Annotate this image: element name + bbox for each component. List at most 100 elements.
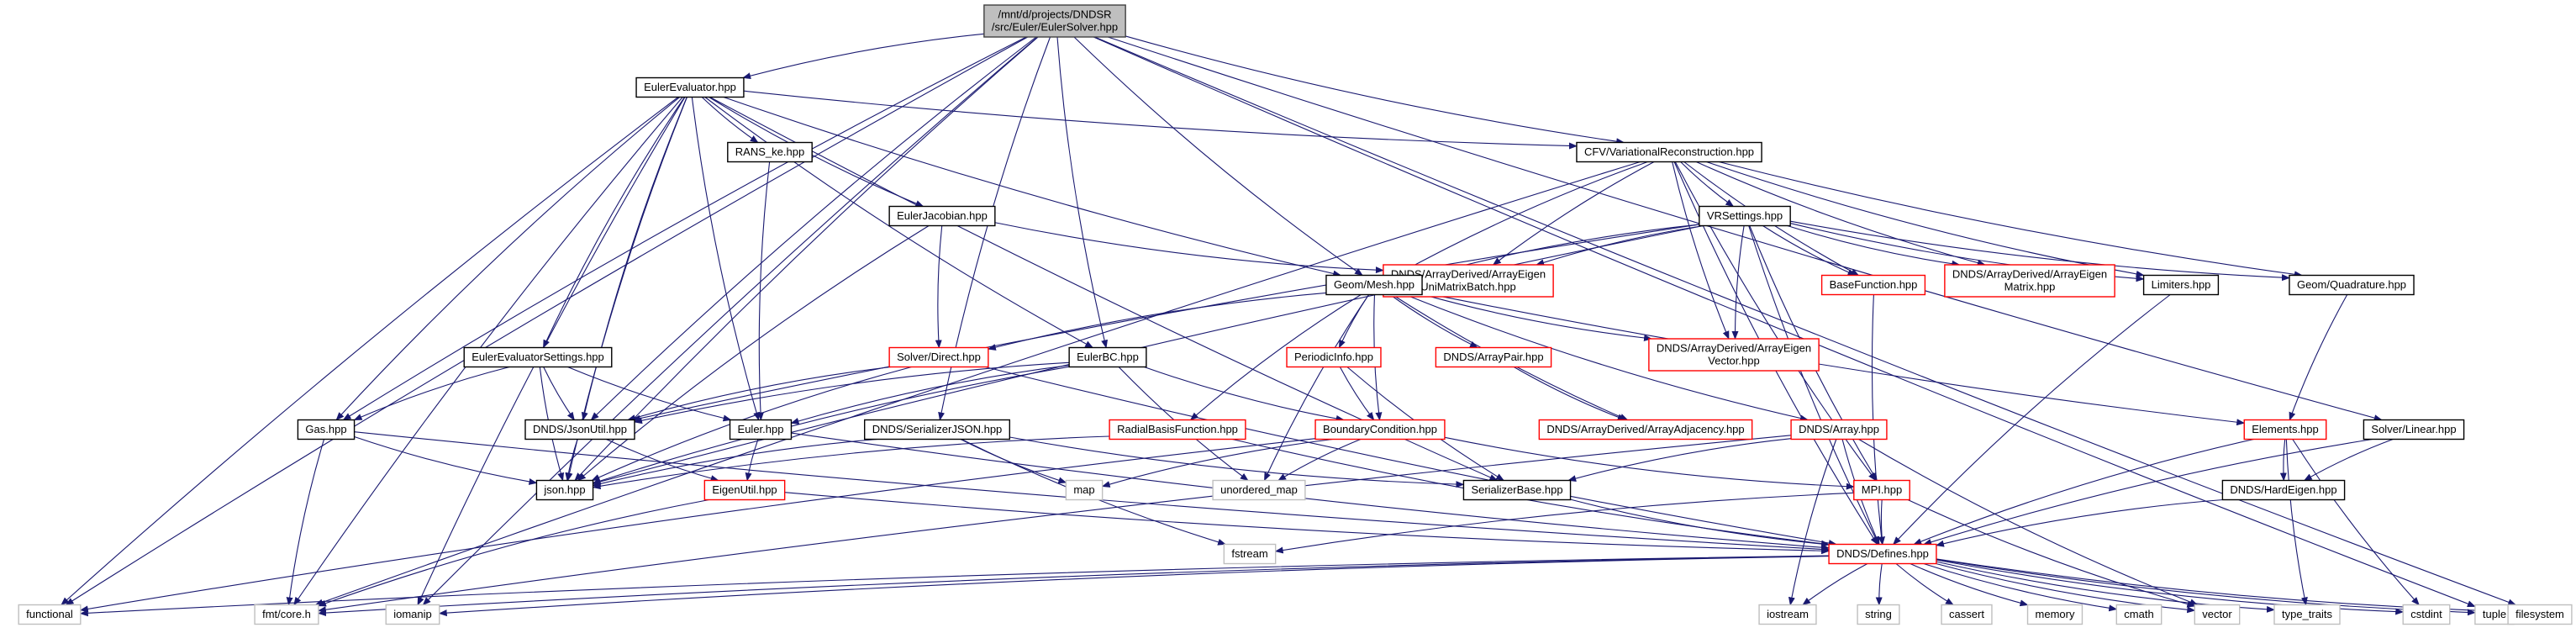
node-euler[interactable]: Euler.hpp <box>729 419 793 440</box>
edge-eigenutil-to-defines <box>784 492 1831 555</box>
node-label: vector <box>2202 608 2232 620</box>
node-arraypair[interactable]: DNDS/ArrayPair.hpp <box>1435 346 1552 368</box>
node-box <box>1944 264 2115 298</box>
edge-dndsarray-to-fmtcore <box>317 435 1792 614</box>
edge-eesettings-to-jsonutil <box>543 367 575 421</box>
edge-root-to-json <box>574 36 1039 482</box>
node-eesettings[interactable]: EulerEvaluatorSettings.hpp <box>463 346 613 368</box>
node-label: VRSettings.hpp <box>1707 209 1783 222</box>
node-box <box>463 346 613 368</box>
edge-eigenutil-to-fmtcore <box>317 498 709 607</box>
node-box <box>2142 274 2220 296</box>
node-solverlinear[interactable]: Solver/Linear.hpp <box>2363 419 2465 440</box>
edge-eulerbc-to-bc <box>1144 366 1345 422</box>
edge-ranske-to-euler <box>756 161 771 421</box>
node-box <box>1538 419 1753 440</box>
edge-root-to-jsonutil <box>590 36 1037 421</box>
node-hardeigen[interactable]: DNDS/HardEigen.hpp <box>2221 479 2346 501</box>
node-box <box>1223 543 1277 565</box>
edge-cfvvr-to-vrsettings <box>1680 161 1735 208</box>
node-cstdint: cstdint <box>2402 604 2451 625</box>
edge-solverlinear-to-defines <box>1923 438 2373 546</box>
node-ranske[interactable]: RANS_ke.hpp <box>727 141 813 163</box>
edge-eulereval-to-gas <box>335 97 681 421</box>
node-defines[interactable]: DNDS/Defines.hpp <box>1828 543 1937 565</box>
node-serbase[interactable]: SerializerBase.hpp <box>1462 479 1572 501</box>
node-label: iomanip <box>393 608 432 620</box>
node-serjson[interactable]: DNDS/SerializerJSON.hpp <box>863 419 1011 440</box>
edge-root-to-geommesh <box>1073 36 1363 277</box>
node-label: PeriodicInfo.hpp <box>1294 351 1373 363</box>
node-label: Vector.hpp <box>1708 355 1759 367</box>
node-label: DNDS/ArrayPair.hpp <box>1443 351 1543 363</box>
node-elements[interactable]: Elements.hpp <box>2243 419 2327 440</box>
node-jsonutil[interactable]: DNDS/JsonUtil.hpp <box>524 419 635 440</box>
node-box <box>1212 479 1306 501</box>
node-geomquad[interactable]: Geom/Quadrature.hpp <box>2289 274 2415 296</box>
node-box <box>1435 346 1552 368</box>
node-rbf[interactable]: RadialBasisFunction.hpp <box>1109 419 1246 440</box>
node-cfvvr[interactable]: CFV/VariationalReconstruction.hpp <box>1576 141 1762 163</box>
node-dndsarray[interactable]: DNDS/Array.hpp <box>1790 419 1888 440</box>
node-label: cassert <box>1949 608 1984 620</box>
edge-defines-to-cmath <box>1923 562 2118 612</box>
edge-cfvvr-to-aevector <box>1672 161 1730 340</box>
node-eulereval[interactable]: EulerEvaluator.hpp <box>635 76 745 98</box>
node-json[interactable]: json.hpp <box>535 479 594 501</box>
node-box <box>1790 419 1888 440</box>
node-root[interactable]: /mnt/d/projects/DNDSR/src/Euler/EulerSol… <box>983 4 1126 38</box>
node-bc[interactable]: BoundaryCondition.hpp <box>1314 419 1446 440</box>
node-label: EigenUtil.hpp <box>712 483 777 496</box>
edge-eulereval-to-ranske <box>701 97 759 144</box>
node-box <box>254 604 319 625</box>
node-label: cstdint <box>2410 608 2442 620</box>
node-box <box>2243 419 2327 440</box>
edge-eulerbc-to-json <box>592 366 1070 484</box>
node-geommesh[interactable]: Geom/Mesh.hpp <box>1325 274 1423 296</box>
node-box <box>727 141 813 163</box>
edge-geommesh-to-rbf <box>1189 294 1362 421</box>
node-label: string <box>1865 608 1892 620</box>
node-basefunc[interactable]: BaseFunction.hpp <box>1820 274 1926 296</box>
node-label: Gas.hpp <box>305 423 346 435</box>
node-label: memory <box>2036 608 2075 620</box>
edge-dndsarray-to-iostream <box>1788 439 1837 606</box>
node-solverdirect[interactable]: Solver/Direct.hpp <box>888 346 989 368</box>
node-box <box>635 76 745 98</box>
node-eulerbc[interactable]: EulerBC.hpp <box>1068 346 1147 368</box>
node-arrayadj[interactable]: DNDS/ArrayDerived/ArrayAdjacency.hpp <box>1538 419 1753 440</box>
node-eulerjac[interactable]: EulerJacobian.hpp <box>888 205 996 227</box>
node-label: Solver/Linear.hpp <box>2371 423 2456 435</box>
node-label: EulerBC.hpp <box>1077 351 1139 363</box>
edge-limiters-to-defines <box>1893 294 2171 546</box>
node-limiters[interactable]: Limiters.hpp <box>2142 274 2220 296</box>
node-eigenutil[interactable]: EigenUtil.hpp <box>703 479 786 501</box>
node-box <box>983 4 1126 38</box>
node-box <box>2402 604 2451 625</box>
edge-dndsarray-to-vector <box>1858 439 2199 606</box>
node-label: filesystem <box>2515 608 2564 620</box>
edge-root-to-functional <box>65 36 1029 606</box>
node-functional: functional <box>18 604 82 625</box>
edge-eulereval-to-euler <box>691 97 760 421</box>
node-gas[interactable]: Gas.hpp <box>297 419 356 440</box>
node-label: BoundaryCondition.hpp <box>1323 423 1437 435</box>
edge-vrsettings-to-uni <box>1536 224 1704 266</box>
node-box <box>2194 604 2241 625</box>
node-box <box>703 479 786 501</box>
node-box <box>2221 479 2346 501</box>
node-vrsettings[interactable]: VRSettings.hpp <box>1699 205 1791 227</box>
edge-vrsettings-to-basefunc <box>1762 225 1857 277</box>
edge-euler-to-eigenutil <box>745 439 759 482</box>
edge-geommesh-to-umap <box>1263 294 1369 482</box>
node-periodic[interactable]: PeriodicInfo.hpp <box>1286 346 1382 368</box>
node-mpi[interactable]: MPI.hpp <box>1853 479 1910 501</box>
node-label: RadialBasisFunction.hpp <box>1117 423 1238 435</box>
node-cmath: cmath <box>2115 604 2162 625</box>
node-box <box>1065 479 1104 501</box>
edge-hardeigen-to-defines <box>1935 498 2223 547</box>
node-label: DNDS/ArrayDerived/ArrayAdjacency.hpp <box>1546 423 1744 435</box>
edge-serbase-to-defines <box>1570 498 1831 547</box>
